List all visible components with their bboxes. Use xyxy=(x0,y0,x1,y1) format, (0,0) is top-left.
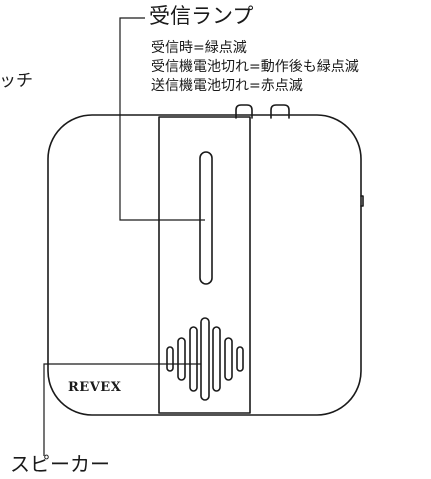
side-notch xyxy=(360,195,364,207)
top-buttons xyxy=(235,104,290,119)
speaker-grille xyxy=(166,317,244,401)
switch-callout-label: ッチ xyxy=(0,71,33,91)
speaker-leader-line xyxy=(43,363,201,456)
lamp-status-line: 受信時=緑点滅 xyxy=(151,40,247,56)
speaker-callout-label: スピーカー xyxy=(10,452,110,476)
lamp-leader-line xyxy=(119,17,205,221)
lamp-status-line: 受信機電池切れ=動作後も緑点滅 xyxy=(151,59,359,75)
brand-logo: REVEX xyxy=(68,380,122,395)
lamp-status-line: 送信機電池切れ=赤点滅 xyxy=(151,78,303,94)
lamp-window xyxy=(199,151,213,285)
center-panel xyxy=(158,116,251,414)
device-body xyxy=(47,114,362,416)
lamp-callout-title: 受信ランプ xyxy=(149,4,254,28)
